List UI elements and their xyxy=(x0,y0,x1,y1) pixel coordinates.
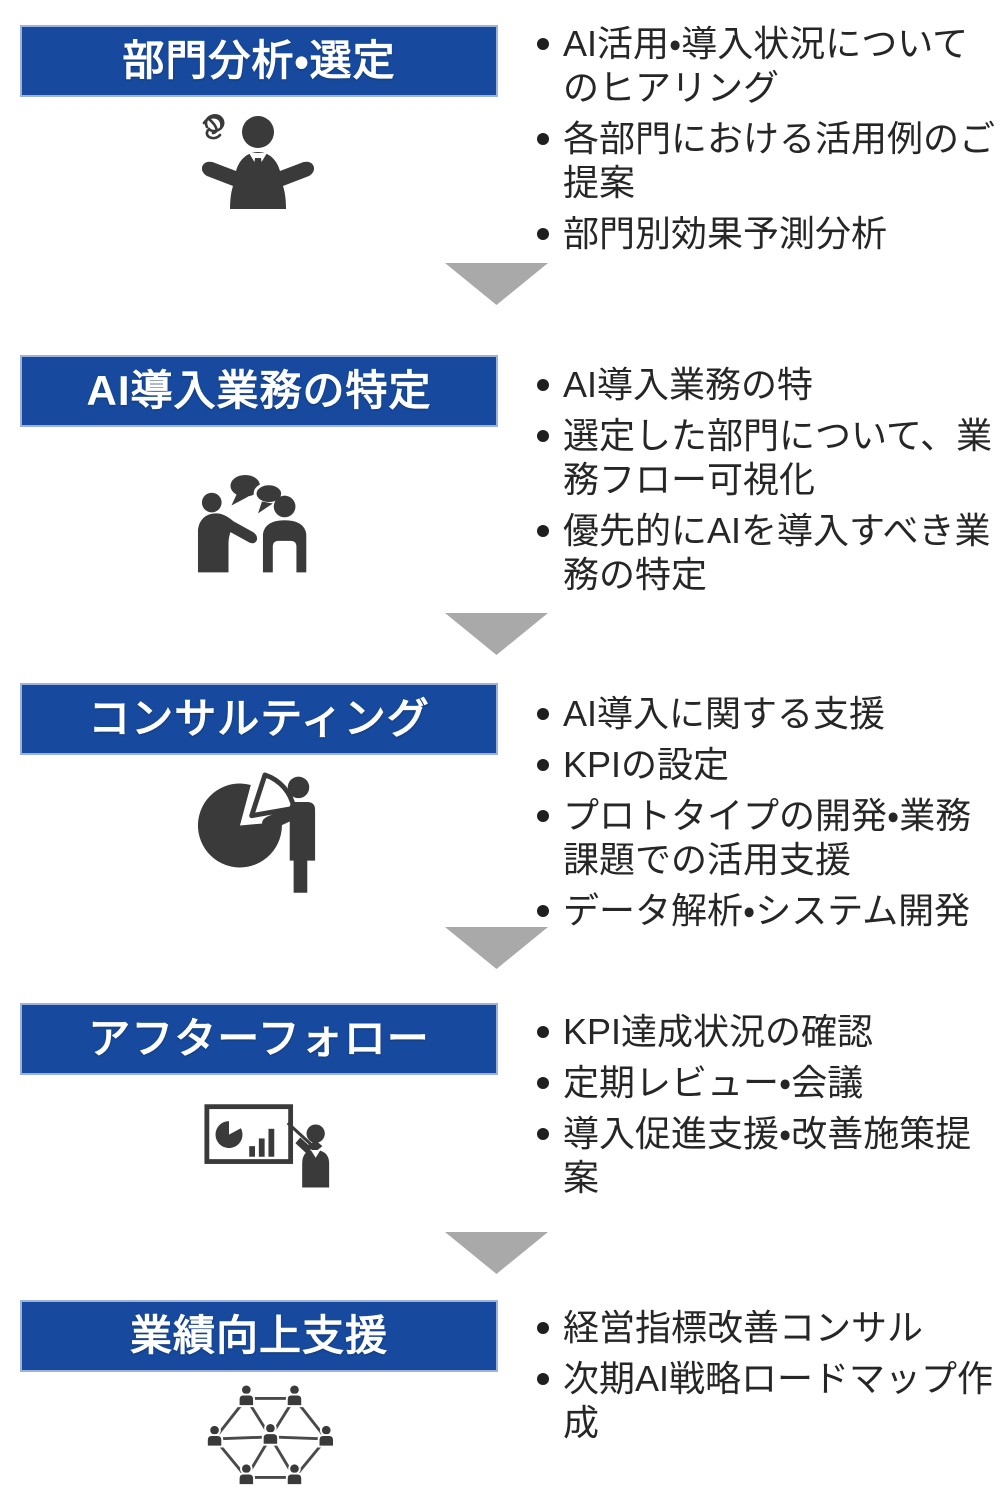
step-title: AI導入業務の特定 xyxy=(86,367,432,414)
bullet-text: 部門別効果予測分析 xyxy=(563,213,888,254)
bullet-item: AI導入に関する支援 xyxy=(537,692,997,736)
bullet-dot-icon xyxy=(537,759,549,771)
bullet-dot-icon xyxy=(537,708,549,720)
bullet-dot-icon xyxy=(537,1373,549,1385)
bullet-item: データ解析・システム開発 xyxy=(537,889,997,933)
flow-arrow-down-icon xyxy=(445,927,548,969)
discussion-people-icon xyxy=(196,473,324,576)
bullet-item: KPI達成状況の確認 xyxy=(537,1010,997,1054)
bullet-dot-icon xyxy=(537,379,549,391)
pie-chart-consultant-icon xyxy=(197,763,319,895)
bullet-item: KPIの設定 xyxy=(537,743,997,787)
step-bullet-list: 経営指標改善コンサル 次期AI戦略ロードマップ作成 xyxy=(537,1306,997,1452)
step-bullet-list: AI導入に関する支援 KPIの設定 プロトタイプの開発・業務課題での活用支援 デ… xyxy=(537,692,997,940)
bullet-text: 導入促進支援・改善施策提 xyxy=(563,1113,972,1154)
bullet-item: 定期レビュー・会議 xyxy=(537,1061,997,1105)
bullet-text: KPI達成状況の確認 xyxy=(563,1011,874,1052)
step-title: 部門分析・選定 xyxy=(122,37,396,84)
step-title: アフターフォロー xyxy=(88,1015,430,1062)
bullet-dot-icon xyxy=(537,38,549,50)
bullet-dot-icon xyxy=(537,1128,549,1140)
bullet-dot-icon xyxy=(537,228,549,240)
bullet-item: 導入促進支援・改善施策提案 xyxy=(537,1112,997,1200)
bullet-dot-icon xyxy=(537,810,549,822)
bullet-text: AI活用・導入状況について xyxy=(563,23,969,64)
bullet-item: 選定した部門について、業務フロー可視化 xyxy=(537,414,997,502)
bullet-text: 定期レビュー・会議 xyxy=(563,1062,864,1103)
bullet-text: 優先的にAIを導入すべき業 xyxy=(563,510,991,551)
bullet-item: AI導入業務の特 xyxy=(537,363,997,407)
step-title-bar: 業績向上支援 xyxy=(20,1300,498,1372)
step-title: コンサルティング xyxy=(88,695,430,742)
bullet-dot-icon xyxy=(537,905,549,917)
bullet-dot-icon xyxy=(537,525,549,537)
step-title-bar: アフターフォロー xyxy=(20,1003,498,1075)
confused-person-icon xyxy=(193,108,323,218)
bullet-dot-icon xyxy=(537,430,549,442)
bullet-text: データ解析・システム開発 xyxy=(563,890,971,931)
bullet-item: 優先的にAIを導入すべき業務の特定 xyxy=(537,509,997,597)
bullet-text: 選定した部門について、業 xyxy=(563,415,993,456)
bullet-text: 課題での活用支援 xyxy=(563,839,852,880)
bullet-text: 経営指標改善コンサル xyxy=(563,1307,924,1348)
bullet-dot-icon xyxy=(537,1077,549,1089)
bullet-text: 案 xyxy=(563,1157,600,1198)
bullet-text: プロトタイプの開発・業務 xyxy=(563,795,972,836)
step-title: 業績向上支援 xyxy=(129,1312,388,1359)
step-title-bar: コンサルティング xyxy=(20,683,498,755)
bullet-dot-icon xyxy=(537,1322,549,1334)
bullet-text: 成 xyxy=(563,1402,600,1443)
bullet-text: 務の特定 xyxy=(563,554,708,595)
bullet-item: AI活用・導入状況についてのヒアリング xyxy=(537,22,997,110)
bullet-text: 次期AI戦略ロードマップ作 xyxy=(563,1358,994,1399)
bullet-text: 務フロー可視化 xyxy=(563,459,816,500)
bullet-text: AI導入に関する支援 xyxy=(563,693,886,734)
bullet-text: 提案 xyxy=(563,162,636,203)
bullet-item: プロトタイプの開発・業務課題での活用支援 xyxy=(537,794,997,882)
flow-arrow-down-icon xyxy=(445,613,548,655)
bullet-item: 次期AI戦略ロードマップ作成 xyxy=(537,1357,997,1445)
step-bullet-list: AI導入業務の特 選定した部門について、業務フロー可視化 優先的にAIを導入すべ… xyxy=(537,363,997,604)
presentation-chart-icon xyxy=(203,1098,333,1189)
flow-arrow-down-icon xyxy=(445,1232,548,1274)
bullet-item: 経営指標改善コンサル xyxy=(537,1306,997,1350)
step-bullet-list: AI活用・導入状況についてのヒアリング 各部門における活用例のご提案 部門別効果… xyxy=(537,22,997,263)
bullet-item: 部門別効果予測分析 xyxy=(537,212,997,256)
bullet-dot-icon xyxy=(537,1026,549,1038)
bullet-dot-icon xyxy=(537,133,549,145)
step-title-bar: 部門分析・選定 xyxy=(20,25,498,97)
flow-arrow-down-icon xyxy=(445,263,548,305)
bullet-text: AI導入業務の特 xyxy=(563,364,814,405)
bullet-text: 各部門における活用例のご xyxy=(563,118,996,159)
bullet-item: 各部門における活用例のご提案 xyxy=(537,117,997,205)
bullet-text: のヒアリング xyxy=(563,67,780,108)
step-title-bar: AI導入業務の特定 xyxy=(20,355,498,427)
bullet-text: KPIの設定 xyxy=(563,744,730,785)
people-network-icon xyxy=(203,1384,333,1492)
step-bullet-list: KPI達成状況の確認 定期レビュー・会議 導入促進支援・改善施策提案 xyxy=(537,1010,997,1207)
